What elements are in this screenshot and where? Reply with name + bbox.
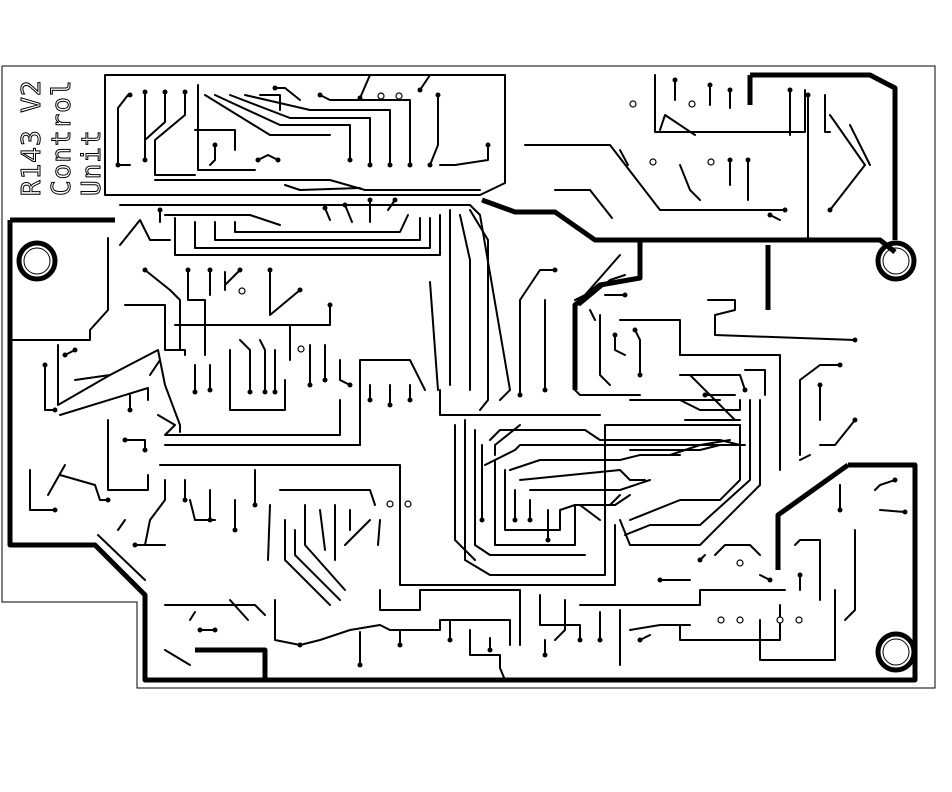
signal-traces [9,74,906,681]
solder-pads [42,77,908,668]
mounting-holes [16,240,917,673]
power-traces [7,72,918,683]
title-line-1: R143 V2 [17,79,47,196]
board-outline [1,65,936,689]
title-line-3: Unit [77,129,107,196]
mounting-hole [882,247,910,275]
board-title: R143 V2 Control Unit [17,79,108,197]
title-line-2: Control [47,79,77,196]
mounting-hole [882,638,910,666]
open-pads [238,92,803,624]
mounting-hole [23,247,51,275]
mounting-hole [875,240,917,282]
mounting-hole [16,240,58,282]
